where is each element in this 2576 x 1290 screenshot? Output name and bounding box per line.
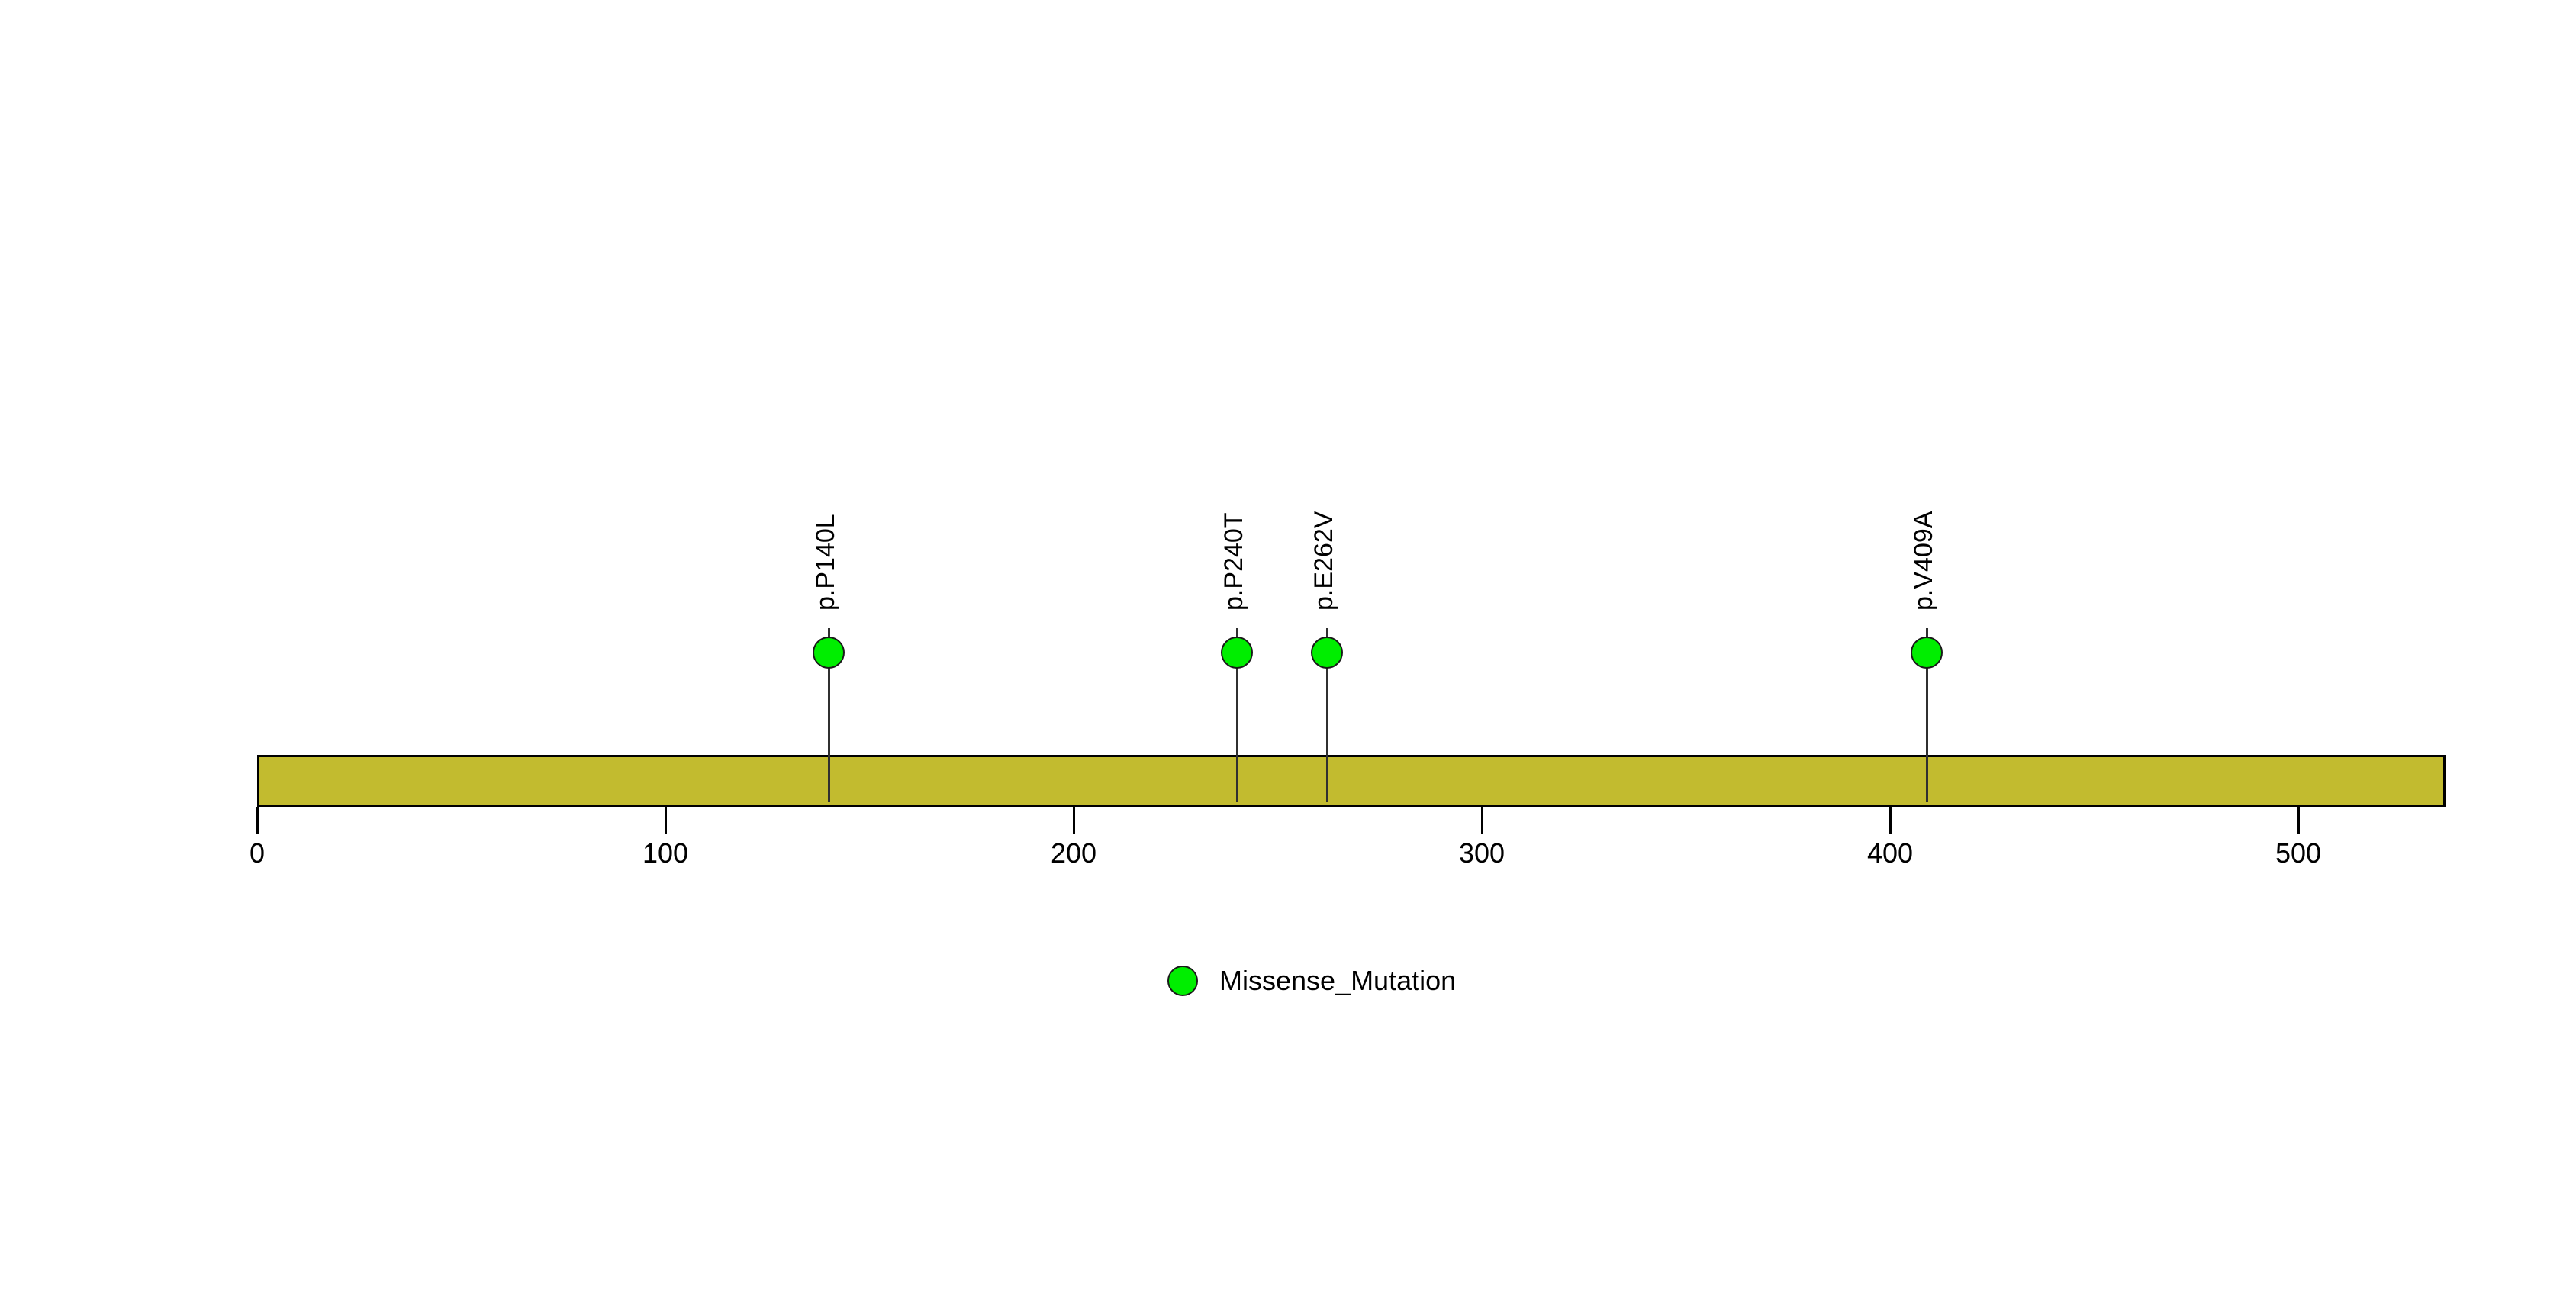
legend-color-swatch-circle-icon — [1167, 966, 1198, 996]
lollipop-marker[interactable] — [813, 637, 845, 669]
axis-tick-mark — [1073, 807, 1075, 834]
axis-tick-label: 0 — [249, 837, 266, 869]
axis-tick-mark — [256, 807, 259, 834]
axis-tick-label: 400 — [1866, 837, 1914, 869]
axis-tick-mark — [1889, 807, 1892, 834]
lollipop-label: p.V409A — [1909, 511, 1939, 611]
axis-tick-label: 200 — [1050, 837, 1097, 869]
lollipop-label: p.P140L — [811, 514, 840, 611]
axis-tick-label: 300 — [1458, 837, 1505, 869]
axis-tick-mark — [665, 807, 667, 834]
protein-backbone-bar — [257, 755, 2446, 807]
axis-tick-mark — [2297, 807, 2300, 834]
lollipop-stem — [828, 628, 830, 802]
lollipop-stem — [1325, 628, 1328, 802]
lollipop-label: p.E262V — [1309, 511, 1338, 611]
legend-item[interactable]: Missense_Mutation — [1167, 966, 1456, 996]
axis-tick-mark — [1481, 807, 1483, 834]
lollipop-stem — [1236, 628, 1238, 802]
legend-label: Missense_Mutation — [1219, 965, 1457, 996]
lollipop-label: p.P240T — [1219, 512, 1248, 611]
lollipop-marker[interactable] — [1911, 637, 1943, 669]
lollipop-stem — [1926, 628, 1929, 802]
legend: Missense_Mutation — [1167, 966, 1456, 996]
axis-tick-label: 100 — [642, 837, 689, 869]
axis-tick-label: 500 — [2275, 837, 2322, 869]
lollipop-marker[interactable] — [1221, 637, 1253, 669]
lollipop-marker[interactable] — [1310, 637, 1343, 669]
